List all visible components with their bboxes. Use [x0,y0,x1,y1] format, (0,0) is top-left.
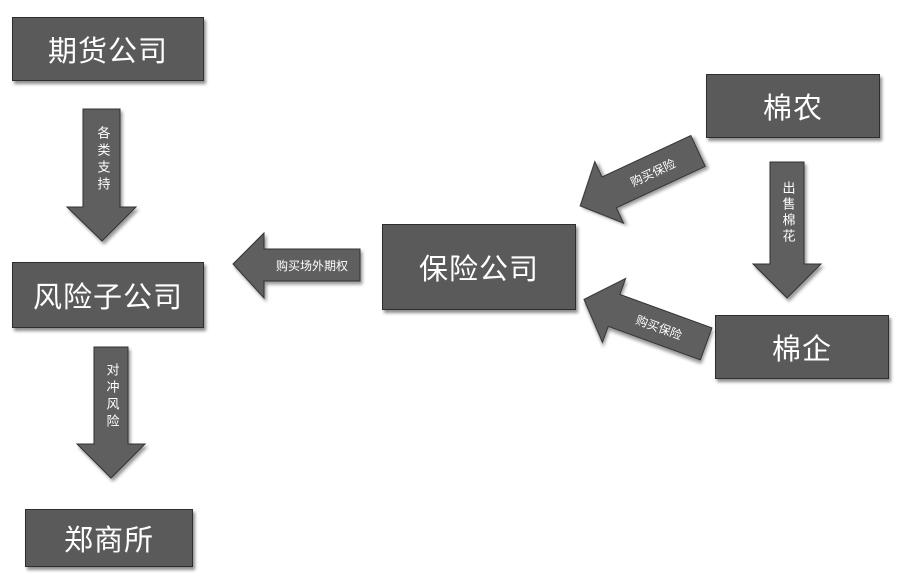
node-zce-label: 郑商所 [63,523,154,557]
arrow-hedge-risk-label: 对冲风险 [104,363,120,431]
node-zce: 郑商所 [25,509,193,567]
node-cotton-farmer-label: 棉农 [762,91,823,125]
arrow-hedge-risk: 对冲风险 [75,346,147,479]
node-insurance-company-label: 保险公司 [418,252,539,286]
arrow-sell-cotton: 出售棉花 [751,161,823,299]
arrow-buy-otc-options-label: 购买场外期权 [276,258,348,273]
arrow-support: 各类支持 [65,108,138,242]
arrow-buy-insurance-enterprise: 购买保险 [583,277,713,361]
arrow-buy-otc-options: 购买场外期权 [232,231,361,300]
node-futures-company: 期货公司 [12,17,204,81]
node-risk-subsidiary: 风险子公司 [12,262,204,328]
node-cotton-enterprise: 棉企 [715,315,889,379]
node-cotton-enterprise-label: 棉企 [771,332,832,366]
arrow-support-label: 各类支持 [95,125,111,194]
node-cotton-farmer: 棉农 [706,74,880,138]
node-futures-company-label: 期货公司 [47,34,168,68]
arrow-sell-cotton-label: 出售棉花 [780,181,796,245]
node-risk-subsidiary-label: 风险子公司 [32,280,183,314]
node-insurance-company: 保险公司 [382,224,576,310]
arrow-buy-insurance-farmer: 购买保险 [579,134,706,225]
